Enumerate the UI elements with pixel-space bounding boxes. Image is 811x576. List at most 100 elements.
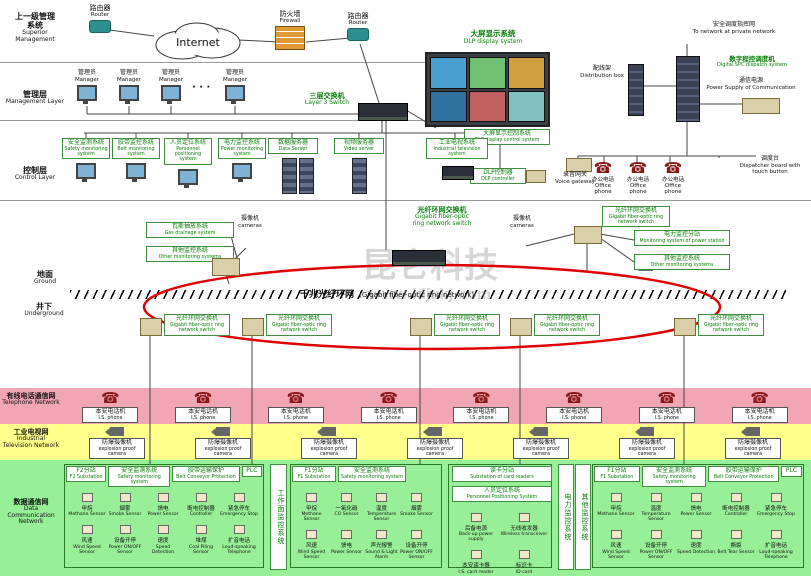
layer-separator <box>0 200 811 201</box>
sensor-icon <box>730 493 742 502</box>
sensor-icon <box>306 530 317 540</box>
substation-panel-f1-belt <box>592 464 804 568</box>
camera-icon <box>423 427 442 436</box>
power-monitoring-strip: 电力监控系统 <box>558 464 574 570</box>
device-icon <box>470 513 482 522</box>
sensor-icon <box>610 530 622 540</box>
working-face-system-strip: 工作面监控系统 <box>270 464 287 570</box>
personnel-positioning-panel <box>448 464 552 568</box>
phone-icon: ☎ <box>657 389 677 407</box>
svg-text:Internet: Internet <box>176 36 220 49</box>
sensor-icon <box>650 493 662 502</box>
phone-icon: ☎ <box>286 389 306 407</box>
sensor-icon <box>730 530 742 540</box>
sensor-icon <box>376 530 387 540</box>
sensor-icon <box>650 530 662 540</box>
ring-switch-icon <box>674 318 696 336</box>
sensor-icon <box>690 530 702 540</box>
phone-icon: ☎ <box>750 389 769 407</box>
layer-separator <box>0 62 430 63</box>
sensor-icon <box>233 525 245 535</box>
server-tower-icon <box>352 158 367 194</box>
computer-icon <box>225 84 245 104</box>
sensor-icon <box>690 493 702 502</box>
ring-junction-switch-icon <box>574 226 602 244</box>
phone-icon: ☎ <box>593 159 613 177</box>
sensor-icon <box>376 493 387 502</box>
manager-workstation: 管理员 Manager <box>215 69 255 104</box>
layer3-switch-label: 三层交换机 Layer 3 Switch <box>304 92 350 107</box>
sensor-icon <box>770 493 782 502</box>
manager-workstation: 管理员 Manager <box>109 69 149 104</box>
phone-icon: ☎ <box>663 159 683 177</box>
fiber-switch-label: 光纤环网交换机 Gigabit fiber-optic ring network… <box>412 206 472 227</box>
fiber-switch-icon <box>392 250 446 266</box>
firewall-icon <box>275 26 305 51</box>
camera-icon <box>317 427 336 436</box>
sensor-icon <box>341 530 352 540</box>
camera-icon <box>529 427 548 436</box>
sensor-icon <box>119 525 131 535</box>
router-icon <box>347 28 369 42</box>
device-icon <box>470 550 482 560</box>
panel1-plc-label: PLC <box>241 466 262 477</box>
internet-cloud: Internet <box>155 22 241 60</box>
router-icon <box>89 20 111 34</box>
camera-icon <box>635 427 654 436</box>
ground-boundary-hatch <box>70 290 786 299</box>
computer-icon <box>178 168 198 188</box>
